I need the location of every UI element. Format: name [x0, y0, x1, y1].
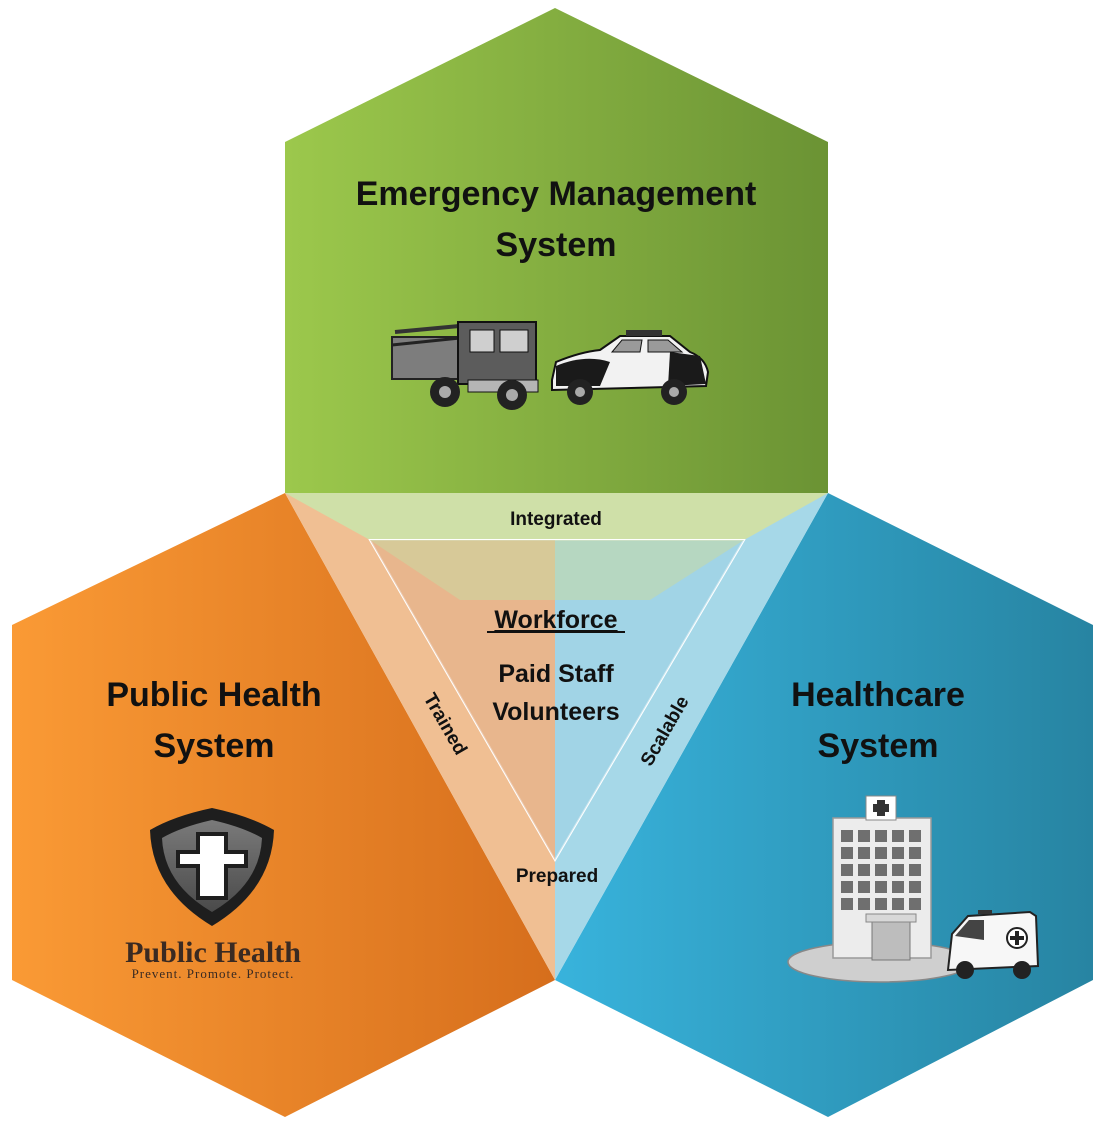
hospital-window — [858, 830, 870, 842]
hospital-window — [875, 847, 887, 859]
workforce-volunteers: Volunteers — [492, 698, 619, 726]
hospital-window — [858, 847, 870, 859]
hospital-window — [841, 898, 853, 910]
public-health-shield-icon — [150, 808, 274, 926]
workforce-triangle — [285, 493, 828, 980]
public-health-hexagon: Public Health System Public Health Preve… — [12, 493, 555, 1117]
public-health-logo-tagline: Prevent. Promote. Protect. — [132, 966, 295, 981]
hospital-windows — [841, 830, 921, 910]
public-health-logo-text: Public Health — [125, 936, 301, 969]
hospital-window — [875, 864, 887, 876]
hospital-window — [875, 881, 887, 893]
edge-label-integrated: Integrated — [510, 509, 602, 530]
emergency-title-line1: Emergency Management — [356, 175, 757, 213]
hospital-window — [875, 830, 887, 842]
emergency-management-hexagon: Emergency Management System — [285, 8, 828, 493]
ambulance-icon — [946, 910, 1040, 979]
edge-label-prepared: Prepared — [516, 866, 598, 887]
workforce-heading: Workforce — [494, 606, 617, 634]
emergency-title-line2: System — [496, 226, 617, 264]
hospital-window — [875, 898, 887, 910]
hospital-window — [909, 830, 921, 842]
hospital-window — [841, 847, 853, 859]
hospital-window — [909, 864, 921, 876]
hospital-window — [909, 881, 921, 893]
hospital-window — [892, 898, 904, 910]
hospital-window — [858, 864, 870, 876]
hospital-window — [841, 881, 853, 893]
hospital-window — [858, 898, 870, 910]
hospital-window — [909, 898, 921, 910]
hospital-window — [841, 830, 853, 842]
hospital-window — [892, 864, 904, 876]
police-car-icon — [551, 330, 710, 405]
public-health-title-line1: Public Health — [106, 676, 321, 714]
hospital-window — [892, 847, 904, 859]
fire-truck-icon — [391, 321, 539, 410]
hospital-window — [892, 830, 904, 842]
healthcare-title-line2: System — [818, 727, 939, 765]
hospital-window — [858, 881, 870, 893]
hospital-window — [909, 847, 921, 859]
hospital-window — [892, 881, 904, 893]
healthcare-hexagon: Healthcare System — [555, 493, 1093, 1117]
public-health-title-line2: System — [154, 727, 275, 765]
healthcare-title-line1: Healthcare — [791, 676, 965, 714]
workforce-paid-staff: Paid Staff — [498, 660, 614, 688]
hospital-window — [841, 864, 853, 876]
